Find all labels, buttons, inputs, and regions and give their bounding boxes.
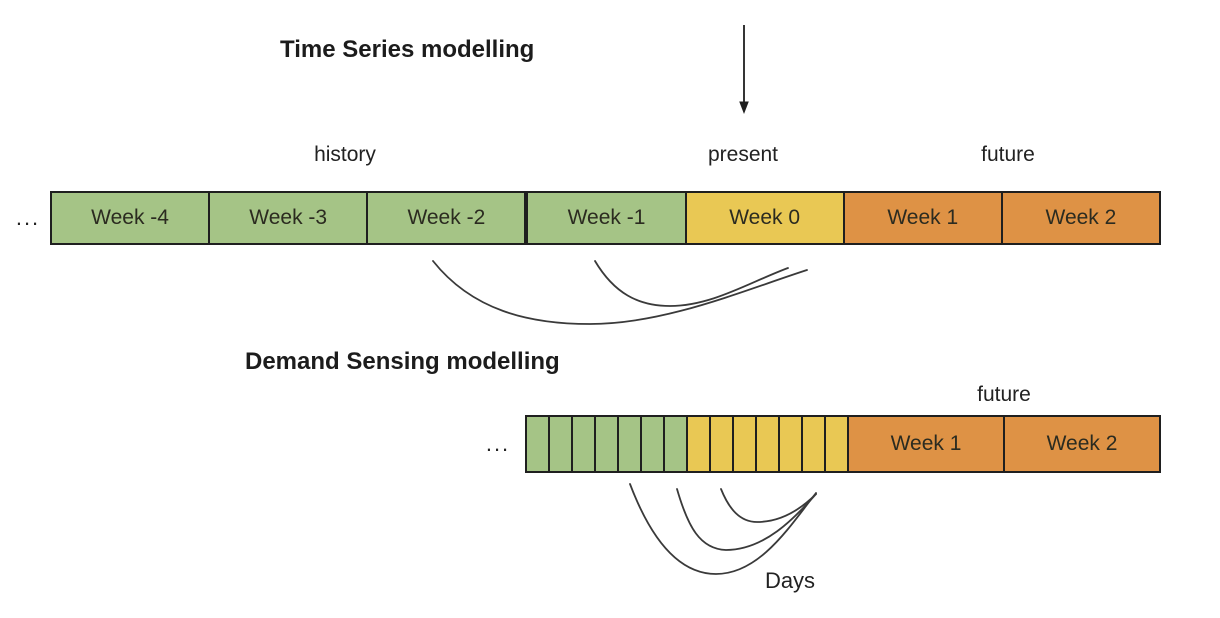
cell-week-2: Week 2 [1000, 193, 1159, 243]
day-cell-history [594, 417, 617, 471]
day-cell-present [709, 417, 732, 471]
cell-week-minus-2: Week -2 [366, 193, 525, 243]
day-cell-present [755, 417, 778, 471]
weekly-timeline: Week -4 Week -3 Week -2 Week -1 Week 0 W… [50, 191, 1161, 245]
day-cell-present [801, 417, 824, 471]
daily-timeline: Week 1 Week 2 [525, 415, 1161, 473]
cell-week-0: Week 0 [684, 193, 843, 243]
days-curve-medium [676, 488, 817, 551]
day-cell-history [571, 417, 594, 471]
future-label-top: future [981, 143, 1035, 166]
ellipsis-bottom: ... [485, 431, 511, 456]
day-cell-present [778, 417, 801, 471]
day-cell-present [732, 417, 755, 471]
history-curve-week-minus-1 [594, 260, 789, 307]
day-cell-group [527, 417, 847, 471]
time-series-title: Time Series modelling [280, 36, 535, 63]
days-curve-long [629, 483, 817, 575]
demand-sensing-title: Demand Sensing modelling [245, 348, 560, 375]
day-cell-history [548, 417, 571, 471]
day-cell-history [663, 417, 686, 471]
future-label-bottom: future [977, 383, 1031, 406]
day-cell-history [527, 417, 548, 471]
daily-cell-week-2: Week 2 [1003, 417, 1159, 471]
day-cell-history [617, 417, 640, 471]
now-arrow-icon [739, 25, 749, 114]
day-cell-present [824, 417, 847, 471]
days-curve-short [720, 488, 817, 523]
cell-week-minus-3: Week -3 [208, 193, 367, 243]
daily-cell-week-1: Week 1 [847, 417, 1003, 471]
present-label: present [707, 143, 779, 166]
days-label: Days [764, 568, 816, 593]
cell-week-1: Week 1 [842, 193, 1001, 243]
day-cell-history [640, 417, 663, 471]
day-cell-present [686, 417, 709, 471]
cell-week-minus-4: Week -4 [52, 193, 209, 243]
ellipsis-top: ... [15, 205, 41, 230]
cell-week-minus-1: Week -1 [524, 193, 685, 243]
history-curve-week-minus-2 [432, 260, 808, 325]
history-label: history [314, 143, 376, 166]
